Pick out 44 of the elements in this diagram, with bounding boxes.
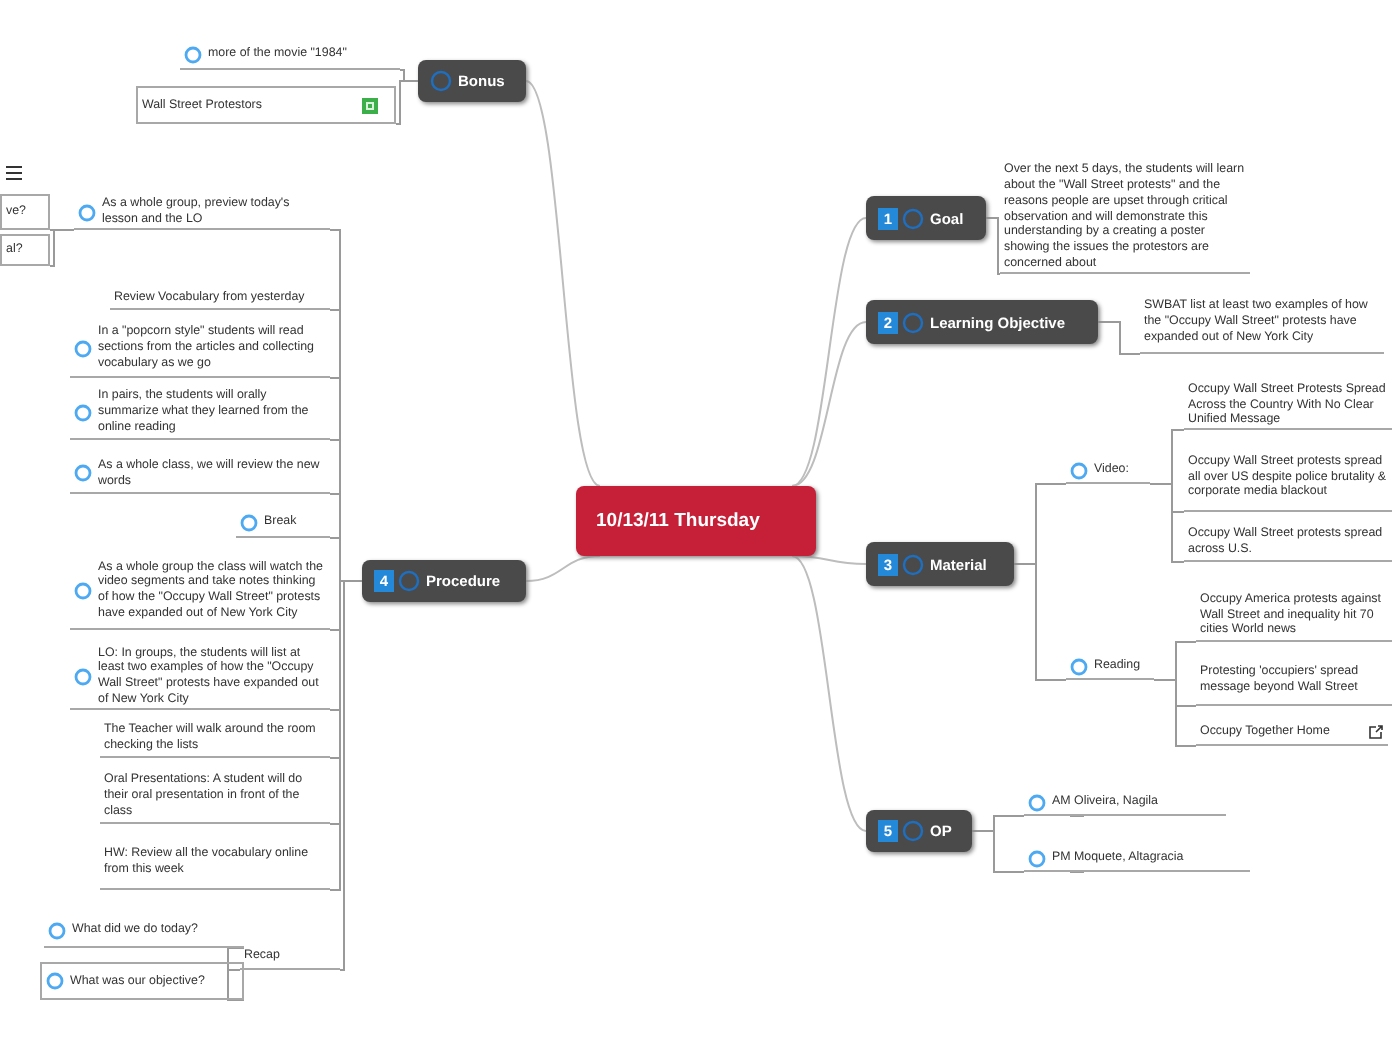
subtopic-item (70, 644, 330, 710)
subtopic-item (100, 770, 330, 824)
main-topic (866, 810, 972, 852)
branch-line (1153, 679, 1197, 747)
main-topic (866, 542, 1014, 586)
subtopic-item (70, 320, 330, 378)
branch-line (791, 217, 867, 487)
main-topic (362, 560, 526, 602)
branch-line (791, 555, 867, 565)
subtopic-item (110, 286, 330, 310)
branch-line (227, 947, 245, 971)
branch-line (49, 229, 75, 267)
subtopic-item (0, 234, 50, 266)
subtopic-item (136, 86, 396, 124)
subtopic-item (74, 196, 330, 230)
subtopic-item (70, 386, 330, 440)
branch-line (1149, 483, 1185, 563)
main-topic (418, 60, 526, 102)
branch-line (791, 555, 867, 832)
subtopic-item (1066, 654, 1154, 680)
subtopic-item (1070, 790, 1226, 816)
branch-line (525, 80, 601, 487)
subtopic-item (1066, 458, 1150, 484)
subtopic-item (100, 720, 330, 758)
branch-line (1069, 815, 1085, 817)
subtopic-item (1070, 846, 1250, 872)
branch-line (1013, 563, 1067, 681)
branch-line (985, 217, 1001, 275)
branch-line (1069, 871, 1085, 873)
main-topic (866, 300, 1098, 344)
subtopic-item (0, 194, 50, 230)
topic-title: 10/13/11 Thursday (596, 509, 762, 533)
main-topic (866, 196, 986, 240)
branch-line (791, 321, 867, 487)
branch-line (971, 830, 1025, 873)
subtopic-item (1196, 720, 1388, 746)
subtopic-item (1184, 522, 1392, 562)
branch-line (227, 969, 245, 1001)
subtopic-item (70, 454, 330, 494)
branch-line (1097, 321, 1141, 355)
subtopic-item (240, 944, 340, 970)
branch-line (525, 555, 601, 582)
central-topic (576, 486, 816, 556)
subtopic-item (40, 962, 244, 1000)
